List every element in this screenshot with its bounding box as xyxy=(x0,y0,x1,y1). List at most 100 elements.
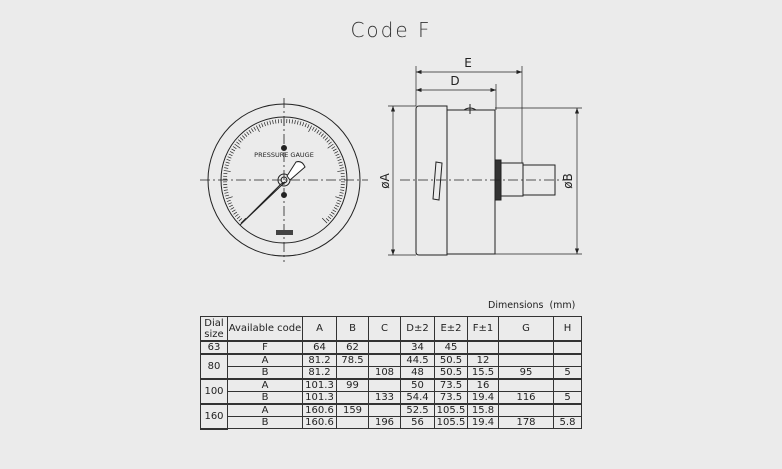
cell-code: A xyxy=(227,403,303,417)
dial-tick xyxy=(311,126,315,131)
cell-f: 19.4 xyxy=(467,391,499,405)
cell-f: 19.4 xyxy=(467,416,499,429)
dial-tick xyxy=(224,164,229,167)
cell-d: 34 xyxy=(400,340,435,355)
dial-tick xyxy=(229,151,234,154)
dim-label-a: øA xyxy=(378,172,392,188)
dial-tick xyxy=(261,123,264,128)
cell-g: 116 xyxy=(498,391,554,405)
dial-tick xyxy=(338,194,343,197)
dial-tick xyxy=(226,159,231,162)
cell-e: 50.5 xyxy=(434,353,468,367)
cell-b xyxy=(336,391,369,405)
dial-tick xyxy=(340,189,345,191)
cell-code: A xyxy=(227,378,303,392)
brand-logo xyxy=(276,230,293,235)
cell-g: 178 xyxy=(498,416,554,429)
dial-tick xyxy=(238,218,243,222)
cell-g: 95 xyxy=(498,366,554,380)
cell-dial: 100 xyxy=(200,378,228,405)
dial-tick xyxy=(238,139,242,143)
dial-tick xyxy=(263,122,266,127)
table-header: Dial size Available code A B C D±2 E±2 F… xyxy=(200,316,582,342)
cell-a: 101.3 xyxy=(302,391,337,405)
dial-tick xyxy=(336,202,341,205)
dial-tick xyxy=(304,123,307,128)
dial-tick xyxy=(248,129,252,134)
cell-d: 56 xyxy=(400,416,435,429)
dial-tick xyxy=(322,135,327,139)
header-a: A xyxy=(302,316,337,342)
cell-c: 196 xyxy=(368,416,401,429)
cell-b: 62 xyxy=(336,340,369,355)
cell-a: 160.6 xyxy=(302,403,337,417)
dial-tick xyxy=(339,192,344,194)
dial-tick xyxy=(336,156,341,159)
dial-tick xyxy=(339,164,344,167)
dial-tick xyxy=(230,207,235,210)
dial-tick xyxy=(223,189,228,191)
dial-tick xyxy=(233,211,238,215)
dial-tick xyxy=(251,128,254,133)
cell-e: 50.5 xyxy=(434,366,468,380)
dial-tick xyxy=(224,167,229,169)
gauge-front-view: PRESSURE GAUGE xyxy=(200,98,368,262)
dial-tick xyxy=(335,196,343,200)
dial-tick xyxy=(321,217,328,224)
cell-b xyxy=(336,416,369,429)
gauge-label: PRESSURE GAUGE xyxy=(254,151,314,159)
dial-tick xyxy=(325,218,330,222)
cell-h: 5 xyxy=(553,366,582,380)
dial-tick xyxy=(234,143,241,149)
dial-tick xyxy=(231,209,236,213)
dial-tick xyxy=(223,186,228,188)
cell-a: 160.6 xyxy=(302,416,337,429)
dial-tick xyxy=(255,125,260,133)
cell-e: 73.5 xyxy=(434,391,468,405)
dial-tick xyxy=(269,120,272,125)
cell-d: 44.5 xyxy=(400,353,435,367)
cell-d: 54.4 xyxy=(400,391,435,405)
cell-e: 105.5 xyxy=(434,416,468,429)
dial-tick xyxy=(339,167,344,169)
dial-tick xyxy=(316,129,320,134)
cell-h xyxy=(553,340,582,355)
dial-tick xyxy=(291,119,293,124)
dial-tick xyxy=(225,194,230,197)
cell-code: B xyxy=(227,391,303,405)
dial-tick xyxy=(239,137,244,141)
page-title: Code F xyxy=(350,18,432,42)
dial-tick xyxy=(229,204,233,208)
dial-tick xyxy=(253,126,257,131)
dial-tick xyxy=(231,148,236,152)
header-h: H xyxy=(553,316,582,342)
cell-b: 159 xyxy=(336,403,369,417)
dial-tick xyxy=(318,131,322,136)
cell-f: 16 xyxy=(467,378,499,392)
dial-tick xyxy=(244,133,248,137)
dial-tick xyxy=(337,170,345,172)
cell-code: F xyxy=(227,340,303,355)
dial-tick xyxy=(326,139,330,143)
dial-tick xyxy=(327,216,332,220)
cell-e: 105.5 xyxy=(434,403,468,417)
dial-tick xyxy=(302,122,305,127)
dim-label-e: E xyxy=(464,56,472,70)
dial-tick xyxy=(226,199,231,202)
cell-b: 78.5 xyxy=(336,353,369,367)
cell-c xyxy=(368,403,401,417)
cell-b xyxy=(336,366,369,380)
dial-tick xyxy=(331,146,336,149)
dial-tick xyxy=(324,137,329,141)
cell-a: 81.2 xyxy=(302,353,337,367)
cell-g xyxy=(498,378,554,392)
cell-d: 52.5 xyxy=(400,403,435,417)
dial-tick xyxy=(327,143,334,149)
dial-tick xyxy=(314,128,317,133)
